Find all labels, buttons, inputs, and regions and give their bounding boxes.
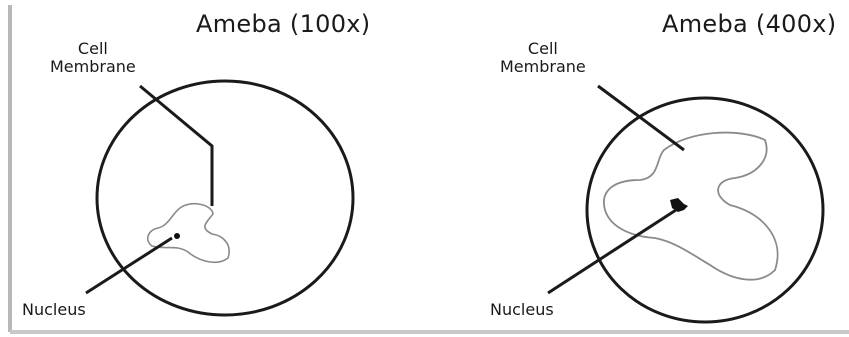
cell-membrane-label-line2: Membrane: [500, 58, 586, 76]
nucleus-label-400x: Nucleus: [490, 300, 554, 319]
ameba-body-400x: [604, 133, 778, 280]
cell-membrane-label-400x: Cell Membrane: [500, 40, 586, 76]
field-of-view-circle-400x: [587, 98, 823, 322]
cell-membrane-label-line1: Cell: [500, 40, 586, 58]
cell-membrane-label-100x: Cell Membrane: [50, 40, 136, 76]
cell-membrane-label-line1: Cell: [50, 40, 136, 58]
panel-title-400x: Ameba (400x): [662, 10, 836, 38]
nucleus-pointer-100x: [86, 238, 172, 293]
nucleus-dot-400x: [670, 198, 688, 212]
ameba-body-100x: [148, 204, 229, 263]
panel-title-100x: Ameba (100x): [196, 10, 370, 38]
nucleus-dot-100x: [174, 233, 180, 239]
nucleus-label-100x: Nucleus: [22, 300, 86, 319]
cell-membrane-label-line2: Membrane: [50, 58, 136, 76]
field-of-view-circle-100x: [97, 81, 353, 315]
